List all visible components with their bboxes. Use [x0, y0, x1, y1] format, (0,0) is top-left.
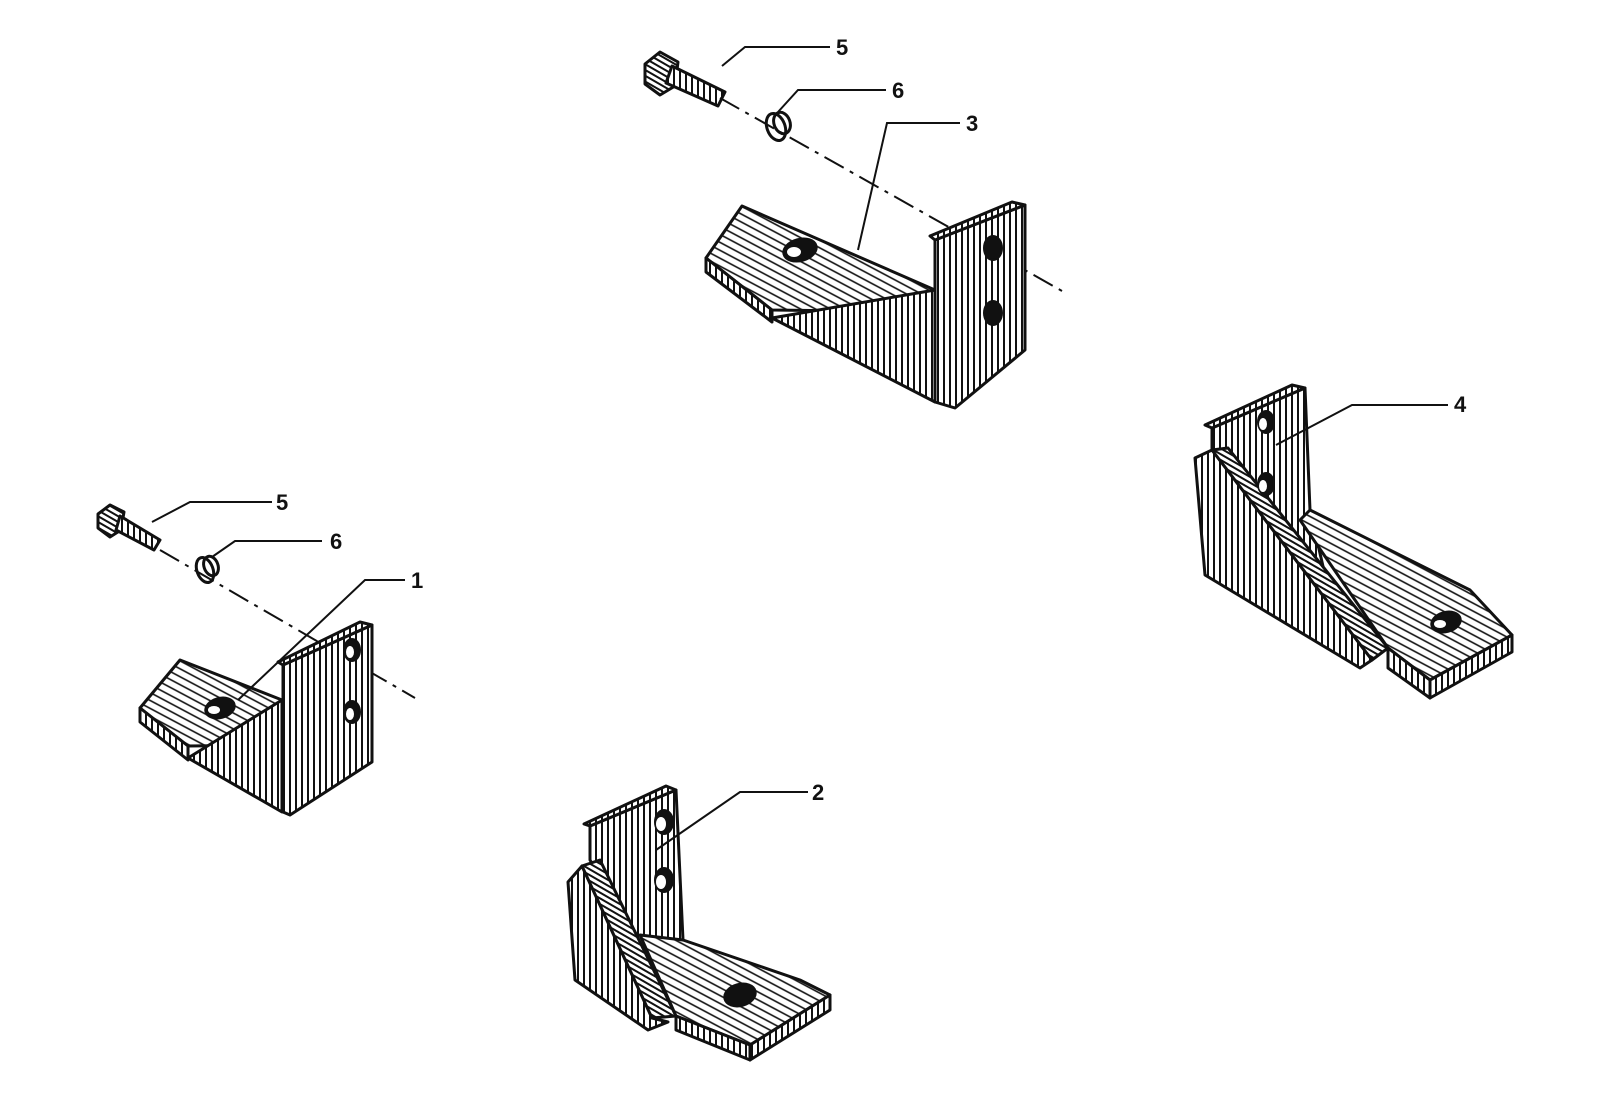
leader-5-left — [151, 501, 272, 523]
leader-4 — [1275, 404, 1448, 446]
callout-4: 4 — [1454, 392, 1467, 417]
callout-1: 1 — [411, 568, 423, 593]
bracket-part-2 — [566, 784, 832, 1062]
leader-2 — [655, 791, 808, 851]
screw-top — [643, 50, 727, 108]
leader-6-left — [211, 540, 322, 558]
washer-top — [764, 110, 792, 143]
callout-5-left: 5 — [276, 490, 288, 515]
callout-6-left: 6 — [330, 529, 342, 554]
washer-left — [194, 554, 220, 585]
assembly-left: 5 6 1 — [96, 490, 423, 817]
callout-5-top: 5 — [836, 35, 848, 60]
leader-6-top — [777, 89, 886, 113]
leader-1 — [237, 579, 405, 701]
bracket-part-1 — [138, 620, 374, 817]
callout-3: 3 — [966, 111, 978, 136]
leader-3 — [857, 122, 960, 251]
callout-6-top: 6 — [892, 78, 904, 103]
assembly-top: 5 6 3 — [643, 35, 1063, 410]
screw-left — [96, 503, 162, 552]
bracket-part-4 — [1193, 383, 1514, 700]
leader-5-top — [721, 46, 830, 67]
callout-2: 2 — [812, 780, 824, 805]
bracket-part-3 — [704, 200, 1027, 410]
